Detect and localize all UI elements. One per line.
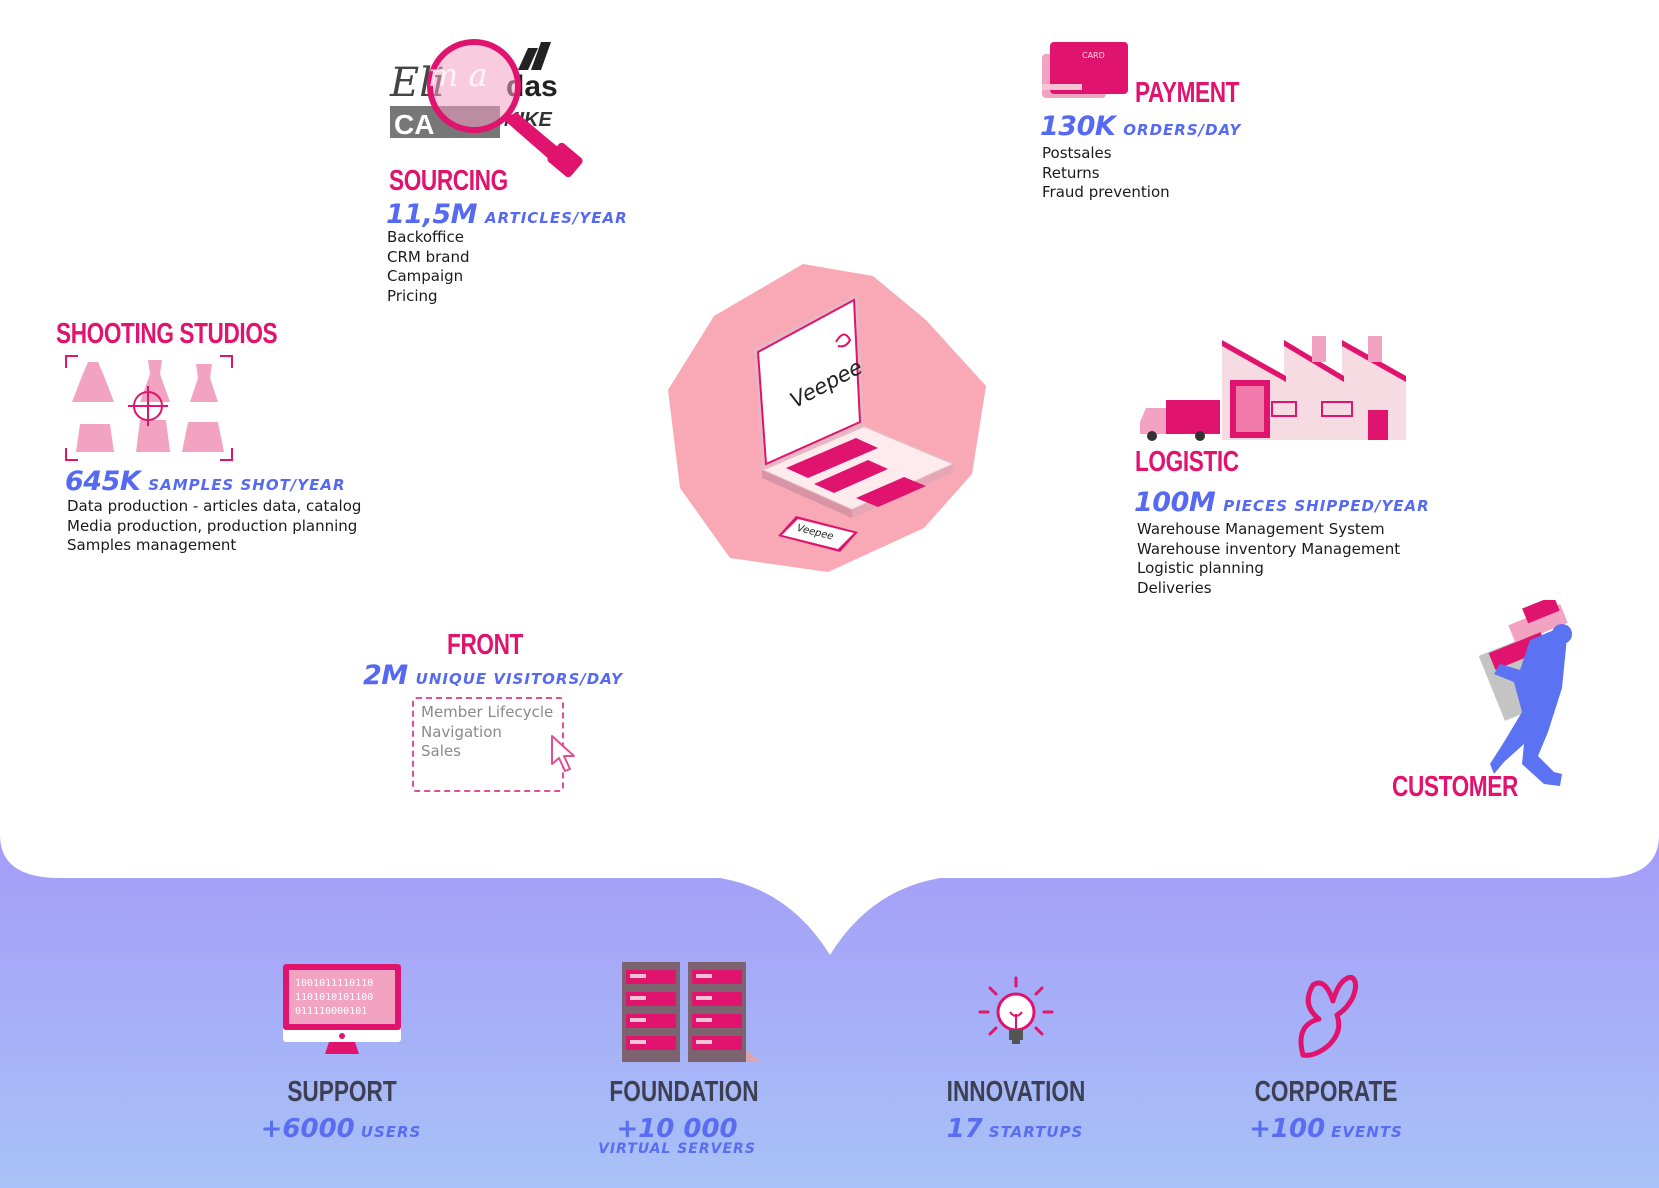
corporate-stat-unit: events xyxy=(1331,1123,1403,1141)
list-item: Campaign xyxy=(387,267,464,285)
list-item: Logistic planning xyxy=(1137,559,1264,577)
payment-stat-value: 130K xyxy=(1040,111,1116,142)
list-item: Deliveries xyxy=(1137,578,1212,597)
shooting-stat-unit: samples shot/year xyxy=(148,476,346,494)
list-item: CRM brand xyxy=(387,247,470,266)
server-rack-icon xyxy=(622,962,762,1062)
list-item: Warehouse Management System xyxy=(1137,520,1385,538)
corporate-stat-value: +100 xyxy=(1249,1114,1326,1144)
butterfly-icon xyxy=(1298,975,1359,1058)
innovation-stat: 17 startups xyxy=(865,1116,1165,1142)
foundation-title: FOUNDATION xyxy=(609,1076,759,1108)
list-item: Media production, production planning xyxy=(67,516,358,535)
foundation-stat: +10 000 xyxy=(527,1116,827,1142)
list-item: Pricing xyxy=(387,286,438,305)
innovation-stat-value: 17 xyxy=(946,1114,983,1144)
sourcing-logo-text-3: CA xyxy=(394,109,434,140)
front-stat: 2M unique visitors/day xyxy=(363,662,623,689)
payment-title: PAYMENT xyxy=(1135,77,1240,109)
innovation-title: INNOVATION xyxy=(946,1076,1086,1108)
sourcing-title: SOURCING xyxy=(389,165,508,197)
list-item: Postsales xyxy=(1042,144,1112,162)
screen-line-1: 1001011110110 xyxy=(295,978,373,989)
logistic-title: LOGISTIC xyxy=(1135,446,1239,478)
veepee-laptop-illustration: Veepee Veepee xyxy=(668,264,986,572)
list-item: Samples management xyxy=(67,536,237,554)
sourcing-stat-unit: articles/year xyxy=(485,209,628,227)
sourcing-stat-value: 11,5M xyxy=(386,199,478,230)
keyboard-keys xyxy=(786,438,926,507)
front-stat-unit: unique visitors/day xyxy=(415,670,623,688)
support-title: SUPPORT xyxy=(287,1076,397,1108)
front-stat-value: 2M xyxy=(363,660,408,691)
shooting-stat: 645K samples shot/year xyxy=(65,468,346,495)
logistic-stat: 100M pieces shipped/year xyxy=(1134,489,1430,516)
list-item: Fraud prevention xyxy=(1042,183,1170,201)
foundation-stat-value: +10 000 xyxy=(616,1114,738,1144)
foundation-stat-sub: virtual servers xyxy=(598,1141,756,1157)
credit-card-icon: CARD xyxy=(1042,42,1128,98)
support-stat: +6000 users xyxy=(191,1116,491,1142)
list-item: Data production - articles data, catalog xyxy=(67,497,362,515)
shooting-title: SHOOTING STUDIOS xyxy=(56,318,278,350)
list-item: Member Lifecycle xyxy=(421,703,554,721)
shooting-items: Data production - articles data, catalog… xyxy=(67,497,361,556)
innovation-stat-unit: startups xyxy=(988,1123,1084,1141)
logistic-stat-unit: pieces shipped/year xyxy=(1223,497,1430,515)
customer-title: CUSTOMER xyxy=(1392,771,1518,803)
warehouse-truck-icon xyxy=(1140,336,1406,441)
svg-text:m a: m a xyxy=(428,56,488,94)
sourcing-items: Backoffice CRM brand Campaign Pricing xyxy=(387,228,470,306)
sourcing-stat: 11,5M articles/year xyxy=(386,201,628,228)
logistic-stat-value: 100M xyxy=(1134,487,1216,518)
screen-line-3: 011110000101 xyxy=(295,1006,367,1017)
payment-stat: 130K orders/day xyxy=(1040,113,1241,140)
front-title: FRONT xyxy=(447,629,523,661)
corporate-stat: +100 events xyxy=(1176,1116,1476,1142)
front-items: Member Lifecycle Navigation Sales xyxy=(421,703,553,762)
front-dashed-box xyxy=(412,697,564,792)
payment-items: Postsales Returns Fraud prevention xyxy=(1042,144,1170,203)
list-item: Navigation xyxy=(421,722,502,741)
corporate-title: CORPORATE xyxy=(1254,1076,1398,1108)
shooting-stat-value: 645K xyxy=(65,466,141,497)
list-item: Warehouse inventory Management xyxy=(1137,539,1401,558)
customer-carrying-boxes-icon xyxy=(1478,600,1572,786)
cursor-icon xyxy=(551,735,575,772)
list-item: Sales xyxy=(421,742,461,760)
screen-line-2: 1101010101100 xyxy=(295,992,373,1003)
lightbulb-icon xyxy=(978,976,1054,1044)
brand-magnifier-icon: Eli das CA NIKE m a xyxy=(389,39,583,178)
support-stat-value: +6000 xyxy=(260,1114,355,1144)
card-label: CARD xyxy=(1082,51,1105,60)
payment-stat-unit: orders/day xyxy=(1123,121,1242,139)
logistic-items: Warehouse Management System Warehouse in… xyxy=(1137,520,1400,598)
list-item: Returns xyxy=(1042,163,1100,182)
support-stat-unit: users xyxy=(360,1123,422,1141)
purple-band xyxy=(0,835,1659,1188)
list-item: Backoffice xyxy=(387,228,465,246)
clothing-samples-icon xyxy=(65,355,233,461)
monitor-icon: 1001011110110 1101010101100 011110000101 xyxy=(283,964,401,1054)
